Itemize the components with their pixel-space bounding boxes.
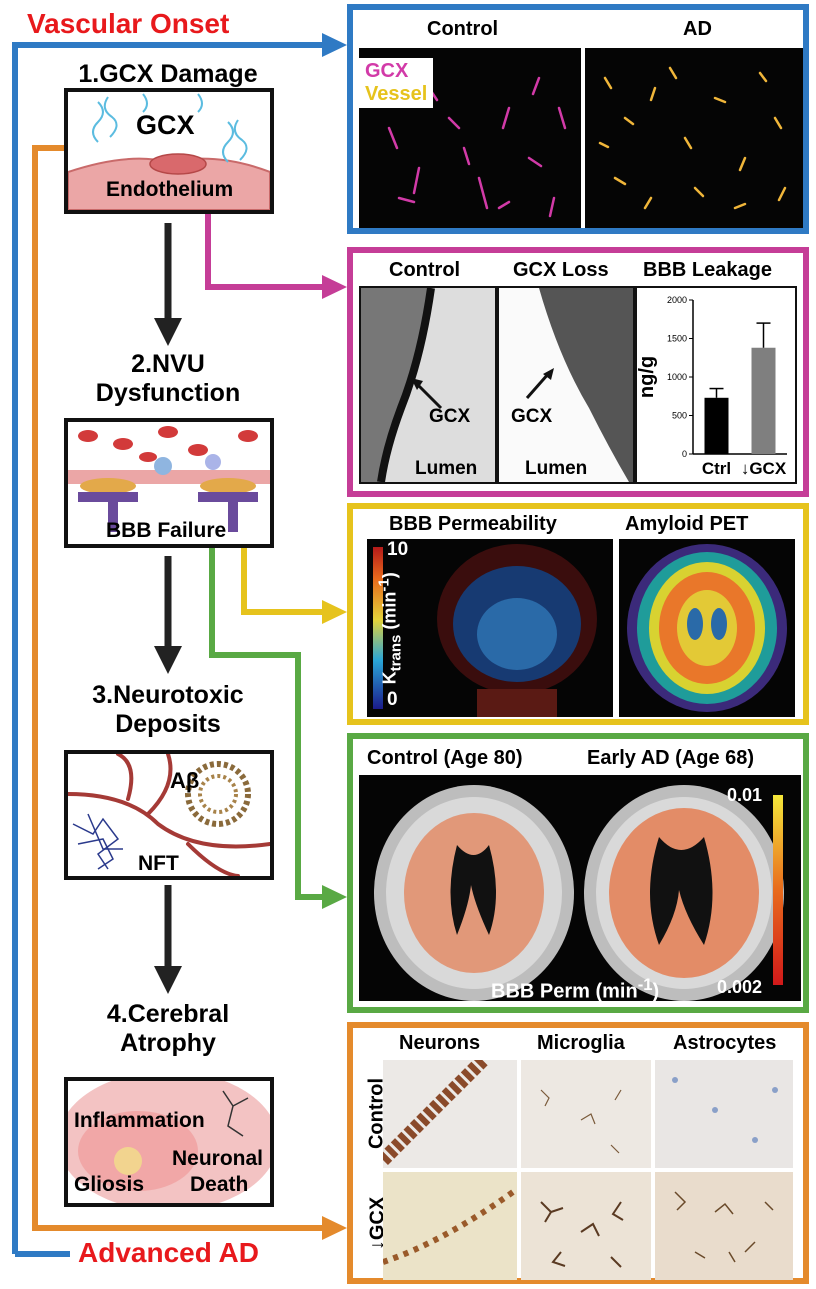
- ktrans-unit-end: ): [379, 572, 400, 579]
- mri-image: 0.01 0.002 BBB Perm (min-1): [359, 775, 801, 1004]
- panel-gcx-vessel: Control AD GCX Vessel: [347, 4, 809, 234]
- mri-scale-top: 0.01: [727, 785, 763, 805]
- gcx-loss-lumen-label: Lumen: [525, 458, 588, 479]
- step-3-title: 3.Neurotoxic Deposits: [38, 681, 298, 739]
- gliosis-label: Gliosis: [74, 1173, 145, 1196]
- advanced-ad-label: Advanced AD: [78, 1237, 260, 1268]
- step-3-line1: 3.Neurotoxic: [92, 681, 244, 709]
- step-1-title-text: 1.GCX Damage: [78, 60, 258, 88]
- bar-0: [704, 397, 729, 454]
- nvu-dysfunction-illustration: BBB Failure: [64, 418, 274, 548]
- bbb-perm-sup: -1: [637, 975, 653, 994]
- bbb-failure-label: BBB Failure: [106, 519, 227, 542]
- abeta-label: Aβ: [170, 768, 200, 793]
- death-label: Death: [190, 1173, 249, 1196]
- ktrans-k: K: [379, 671, 400, 685]
- step-3-line2: Deposits: [115, 710, 221, 738]
- vascular-onset-label: Vascular Onset: [27, 8, 230, 39]
- step-4-line2: Atrophy: [120, 1029, 216, 1057]
- scale-min: 0: [387, 689, 398, 710]
- step-2-line2: Dysfunction: [95, 379, 241, 407]
- amyloid-pet-label: Amyloid PET: [625, 513, 749, 535]
- microglia-label: Microglia: [537, 1032, 625, 1054]
- scale-max: 10: [387, 539, 409, 560]
- ktrans-sub: trans: [387, 634, 405, 672]
- panel1-control-label: Control: [427, 18, 499, 40]
- ktrans-unit: (min: [379, 591, 400, 635]
- gcx-loss-arrow-label: GCX: [511, 406, 553, 427]
- legend-vessel: Vessel: [365, 83, 428, 105]
- permeability-map: 10 0 Ktrans (min-1): [367, 539, 613, 717]
- histology-control-microglia: [521, 1060, 651, 1168]
- panel2-bbb-leakage-label: BBB Leakage: [643, 259, 772, 281]
- panel2-control-label: Control: [389, 259, 461, 281]
- ktrans-axis-label: Ktrans (min-1): [376, 563, 405, 693]
- early-ad-age-label: Early AD (Age 68): [587, 747, 755, 769]
- x-tick-label-1: ↓GCX: [741, 459, 787, 478]
- x-tick-label-0: Ctrl: [702, 459, 731, 478]
- y-tick-label-500: 500: [672, 411, 687, 421]
- astrocytes-label: Astrocytes: [673, 1032, 777, 1054]
- inflammation-label: Inflammation: [74, 1109, 205, 1132]
- panel1-ad-label: AD: [683, 18, 712, 40]
- neuronal-label: Neuronal: [172, 1147, 264, 1170]
- neurons-label: Neurons: [399, 1032, 481, 1054]
- panel-histology: Neurons Microglia Astrocytes Control ↓GC…: [347, 1022, 809, 1284]
- panel-mri-permeability: Control (Age 80) Early AD (Age 68) 0.01 …: [347, 733, 809, 1013]
- nft-label: NFT: [138, 852, 179, 875]
- step-2-line1: 2.NVU: [131, 350, 205, 378]
- step-1-title: 1.GCX Damage: [38, 60, 298, 89]
- endothelium-graphic: [68, 93, 270, 210]
- gcx-label: GCX: [136, 110, 195, 140]
- step-4-title: 4.Cerebral Atrophy: [38, 1000, 298, 1058]
- legend-gcx: GCX: [365, 60, 409, 82]
- bbb-perm-label: BBB Perm (min-1): [491, 975, 659, 1004]
- bbb-graphic: [68, 426, 270, 532]
- histology-gcx-microglia: [521, 1172, 651, 1280]
- bar-1: [751, 347, 776, 454]
- y-tick-label-2000: 2000: [667, 295, 687, 305]
- panel-permeability-pet: BBB Permeability Amyloid PET 10 0 Ktrans…: [347, 503, 809, 725]
- ktrans-unit-sup: -1: [375, 578, 393, 592]
- y-tick-label-1000: 1000: [667, 372, 687, 382]
- gcx-loss-em-image: GCX Lumen: [497, 286, 635, 484]
- amyloid-pet-image: [619, 539, 795, 717]
- atrophy-graphic: [68, 1081, 270, 1203]
- step-4-line1: 4.Cerebral: [106, 1000, 230, 1028]
- bbb-perm-text: BBB Perm (min: [491, 980, 638, 1003]
- endothelium-label: Endothelium: [106, 178, 234, 201]
- stain-legend: GCX Vessel: [359, 58, 434, 108]
- gcx-damage-illustration: GCX Endothelium: [64, 88, 274, 214]
- panel-gcx-loss: Control GCX Loss BBB Leakage GCX Lumen G…: [347, 247, 809, 497]
- cerebral-atrophy-illustration: Inflammation Neuronal Death Gliosis: [64, 1077, 274, 1207]
- histology-gcx-neurons: [383, 1172, 517, 1280]
- y-axis-title: ng/g: [637, 356, 658, 398]
- neurotoxic-deposits-illustration: Aβ NFT: [64, 750, 274, 880]
- ad-microscopy-image: [585, 48, 803, 228]
- y-tick-label-1500: 1500: [667, 334, 687, 344]
- deposits-graphic: [68, 754, 270, 876]
- control-gcx-arrow-label: GCX: [429, 406, 471, 427]
- control-em-image: GCX Lumen: [359, 286, 497, 484]
- mri-scale-bottom: 0.002: [717, 977, 763, 997]
- histology-gcx-astrocytes: [655, 1172, 793, 1280]
- histology-control-astrocytes: [655, 1060, 793, 1168]
- bbb-permeability-label: BBB Permeability: [389, 513, 557, 535]
- bbb-perm-end: ): [652, 980, 660, 1003]
- histology-control-neurons: [383, 1060, 517, 1168]
- y-tick-label-0: 0: [682, 449, 687, 459]
- step-2-title: 2.NVU Dysfunction: [38, 350, 298, 408]
- control-lumen-label: Lumen: [415, 458, 478, 479]
- control-age-label: Control (Age 80): [367, 747, 523, 769]
- panel2-gcx-loss-label: GCX Loss: [513, 259, 609, 281]
